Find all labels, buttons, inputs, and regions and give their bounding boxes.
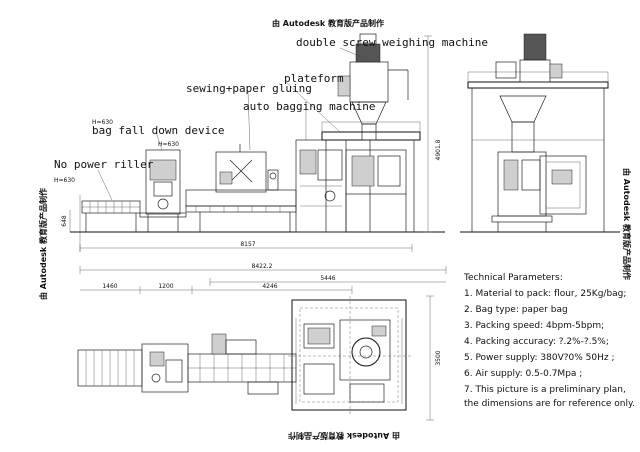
tech-title: Technical Parameters: — [463, 273, 563, 283]
dim-5446: 5446 — [320, 275, 335, 282]
dim-1460: 1460 — [102, 283, 117, 290]
label-h630-b: H=630 — [158, 141, 179, 148]
label-bag-fall: bag fall down device — [92, 124, 224, 137]
watermark-top: 由 Autodesk 教育版产品制作 — [272, 18, 384, 28]
tech-line-8: the dimensions are for reference only. — [464, 399, 635, 409]
tech-line-7: 7. This picture is a preliminary plan, — [464, 385, 626, 395]
label-h630-c: H=630 — [54, 177, 75, 184]
tech-line-4: 4. Packing accuracy: ?.2%-?.5%; — [464, 337, 609, 347]
tech-line-6: 6. Air supply: 0.5-0.7Mpa ; — [464, 369, 582, 379]
tech-line-3: 3. Packing speed: 4bpm-5bpm; — [464, 321, 604, 331]
watermark-bottom: 由 Autodesk 教育版产品制作 — [288, 431, 400, 441]
plan-view: 8422.2 5446 1460 1200 4246 — [77, 263, 447, 421]
label-auto-bagging: auto bagging machine — [243, 100, 375, 113]
watermark-left: 由 Autodesk 教育版产品制作 — [38, 188, 48, 300]
label-h630-a: H=630 — [92, 119, 113, 126]
dim-4246: 4246 — [262, 283, 277, 290]
front-elevation — [460, 33, 620, 233]
dim-8422: 8422.2 — [252, 263, 273, 270]
dim-1200: 1200 — [158, 283, 173, 290]
tech-line-2: 2. Bag type: paper bag — [464, 305, 568, 315]
label-double-screw: double screw weighing machine — [296, 36, 488, 49]
dim-3500: 3500 — [435, 350, 442, 365]
label-no-power: No power riller — [54, 158, 154, 171]
dim-648: 648 — [61, 215, 68, 227]
label-sewing: sewing+paper gluing — [186, 82, 312, 95]
tech-line-5: 5. Power supply: 380V?0% 50Hz ; — [464, 353, 615, 363]
watermark-right: 由 Autodesk 教育版产品制作 — [622, 168, 632, 280]
label-plateform: plateform — [284, 72, 344, 85]
tech-line-1: 1. Material to pack: flour, 25Kg/bag; — [464, 289, 626, 299]
side-elevation: 4901.8 648 8157 — [61, 33, 445, 252]
technical-parameters: Technical Parameters: 1. Material to pac… — [463, 273, 635, 409]
dim-8157: 8157 — [240, 241, 255, 248]
dim-4901: 4901.8 — [435, 139, 442, 160]
